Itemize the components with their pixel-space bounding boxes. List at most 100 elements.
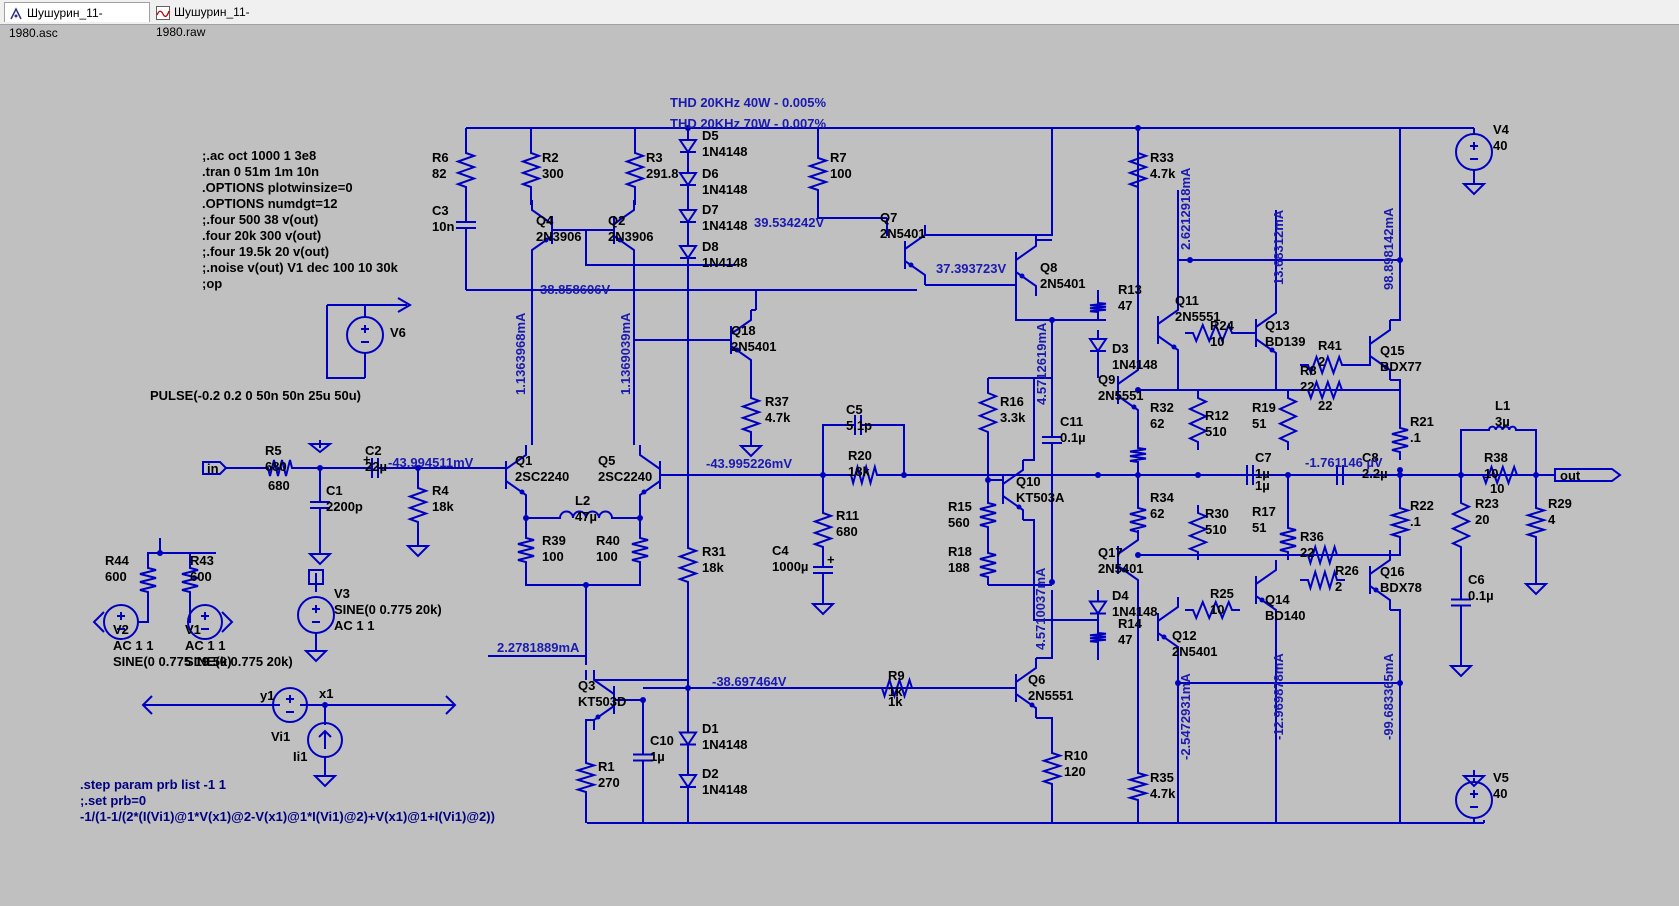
resistor-r19[interactable]: [1277, 390, 1299, 450]
resistor-r36[interactable]: [1300, 543, 1345, 567]
capacitor-c11[interactable]: [1042, 430, 1062, 450]
transistor-q11[interactable]: [1157, 300, 1179, 360]
transistor-q9[interactable]: [1117, 360, 1139, 420]
resistor-r41[interactable]: [1300, 354, 1350, 376]
input-port[interactable]: [202, 461, 228, 475]
resistor-r6[interactable]: [455, 145, 477, 195]
resistor-r1[interactable]: [574, 755, 598, 800]
resistor-r9[interactable]: [874, 676, 920, 700]
diode-d6[interactable]: [678, 160, 698, 198]
transistor-q5[interactable]: [639, 445, 661, 505]
resistor-r18[interactable]: [979, 545, 997, 585]
value-r9: 1k: [888, 684, 903, 699]
inductor-l2[interactable]: [556, 510, 616, 519]
resistor-r5[interactable]: [260, 459, 300, 477]
transistor-q4[interactable]: [531, 200, 553, 260]
tab-waveform[interactable]: Шушурин_11-1980.raw: [152, 2, 292, 39]
resistor-r39[interactable]: [517, 530, 535, 570]
transistor-q2[interactable]: [613, 200, 635, 260]
resistor-r13[interactable]: [1089, 295, 1107, 320]
wire: [1015, 285, 1052, 321]
capacitor-c4[interactable]: [813, 560, 833, 580]
transistor-q8[interactable]: [1015, 236, 1037, 296]
transistor-q7[interactable]: [904, 225, 926, 285]
transistor-q3[interactable]: [593, 670, 615, 730]
diode-d3[interactable]: [1088, 330, 1108, 360]
transistor-q12[interactable]: [1157, 597, 1179, 657]
transistor-q6[interactable]: [1015, 658, 1037, 718]
value-r30: 510: [1205, 522, 1227, 537]
voltage-source-v3[interactable]: [297, 596, 335, 634]
capacitor-c7[interactable]: [1235, 465, 1265, 485]
resistor-r38[interactable]: [1475, 464, 1525, 486]
voltage-source-v6[interactable]: [346, 316, 384, 354]
resistor-r20[interactable]: [843, 463, 885, 487]
voltage-source-v2[interactable]: [103, 604, 139, 640]
resistor-r2[interactable]: [520, 145, 542, 195]
transistor-q17[interactable]: [1117, 530, 1139, 590]
resistor-r17[interactable]: [1279, 520, 1297, 560]
resistor-r26[interactable]: [1300, 568, 1345, 592]
resistor-r24[interactable]: [1185, 322, 1240, 344]
voltage-source-[interactable]: [272, 687, 308, 723]
inductor-l1[interactable]: [1485, 425, 1520, 431]
capacitor-c1[interactable]: [310, 495, 330, 515]
resistor-r21[interactable]: [1391, 420, 1409, 460]
resistor-r10[interactable]: [1040, 745, 1064, 792]
voltage-source-v5[interactable]: [1455, 781, 1493, 819]
diode-d4[interactable]: [1088, 595, 1108, 620]
transistor-q14[interactable]: [1255, 560, 1277, 620]
diode-d1[interactable]: [678, 720, 698, 757]
resistor-r30[interactable]: [1187, 505, 1209, 560]
voltage-source-v4[interactable]: [1455, 133, 1493, 171]
ref-l1: L1: [1495, 398, 1510, 413]
transistor-q15[interactable]: [1369, 320, 1391, 380]
resistor-r3[interactable]: [624, 145, 646, 195]
resistor-r40[interactable]: [631, 530, 649, 570]
resistor-r8[interactable]: [1300, 379, 1350, 401]
resistor-r22[interactable]: [1388, 500, 1412, 545]
schematic-drawing[interactable]: THD 20KHz 40W - 0.005%THD 20KHz 70W - 0.…: [0, 25, 1679, 901]
resistor-r43[interactable]: [181, 560, 199, 600]
junction: [1397, 467, 1403, 473]
resistor-r32[interactable]: [1129, 440, 1147, 470]
resistor-r29[interactable]: [1524, 500, 1548, 545]
capacitor-c2[interactable]: [365, 458, 385, 478]
capacitor-c8[interactable]: [1330, 465, 1350, 485]
resistor-r12[interactable]: [1187, 390, 1209, 450]
schematic-canvas[interactable]: THD 20KHz 40W - 0.005%THD 20KHz 70W - 0.…: [0, 25, 1679, 901]
ref-c2: C2: [365, 443, 382, 458]
resistor-r7[interactable]: [806, 150, 830, 198]
resistor-r44[interactable]: [139, 560, 157, 600]
voltage-source-v1[interactable]: [187, 604, 223, 640]
resistor-r37[interactable]: [740, 390, 762, 440]
capacitor-c10[interactable]: [633, 745, 653, 770]
resistor-r35[interactable]: [1126, 765, 1150, 808]
resistor-r33[interactable]: [1127, 145, 1149, 195]
tab-schematic[interactable]: Шушурин_11-1980.asc: [4, 2, 150, 40]
resistor-body: [631, 530, 649, 570]
transistor-q16[interactable]: [1369, 550, 1391, 610]
transistor-q1[interactable]: [505, 445, 527, 505]
diode-d8[interactable]: [678, 234, 698, 270]
diode-d2[interactable]: [678, 762, 698, 800]
transistor-q18[interactable]: [730, 310, 752, 370]
capacitor-c6[interactable]: [1451, 590, 1471, 615]
resistor-r11[interactable]: [812, 505, 834, 555]
current-source-body[interactable]: [307, 722, 343, 758]
capacitor-c3[interactable]: [456, 215, 476, 235]
resistor-r31[interactable]: [677, 540, 699, 590]
diode-d5[interactable]: [678, 132, 698, 160]
diode-d7[interactable]: [678, 198, 698, 234]
capacitor-c5[interactable]: [848, 415, 868, 435]
resistor-r16[interactable]: [977, 385, 999, 440]
resistor-r14[interactable]: [1089, 625, 1107, 650]
transistor-q10[interactable]: [1002, 460, 1024, 520]
resistor-r23[interactable]: [1450, 495, 1472, 555]
transistor-q13[interactable]: [1255, 303, 1277, 363]
resistor-r4[interactable]: [407, 480, 429, 530]
resistor-r25[interactable]: [1185, 599, 1240, 621]
output-port[interactable]: [1554, 468, 1622, 482]
resistor-r15[interactable]: [979, 495, 997, 535]
resistor-r34[interactable]: [1129, 500, 1147, 540]
